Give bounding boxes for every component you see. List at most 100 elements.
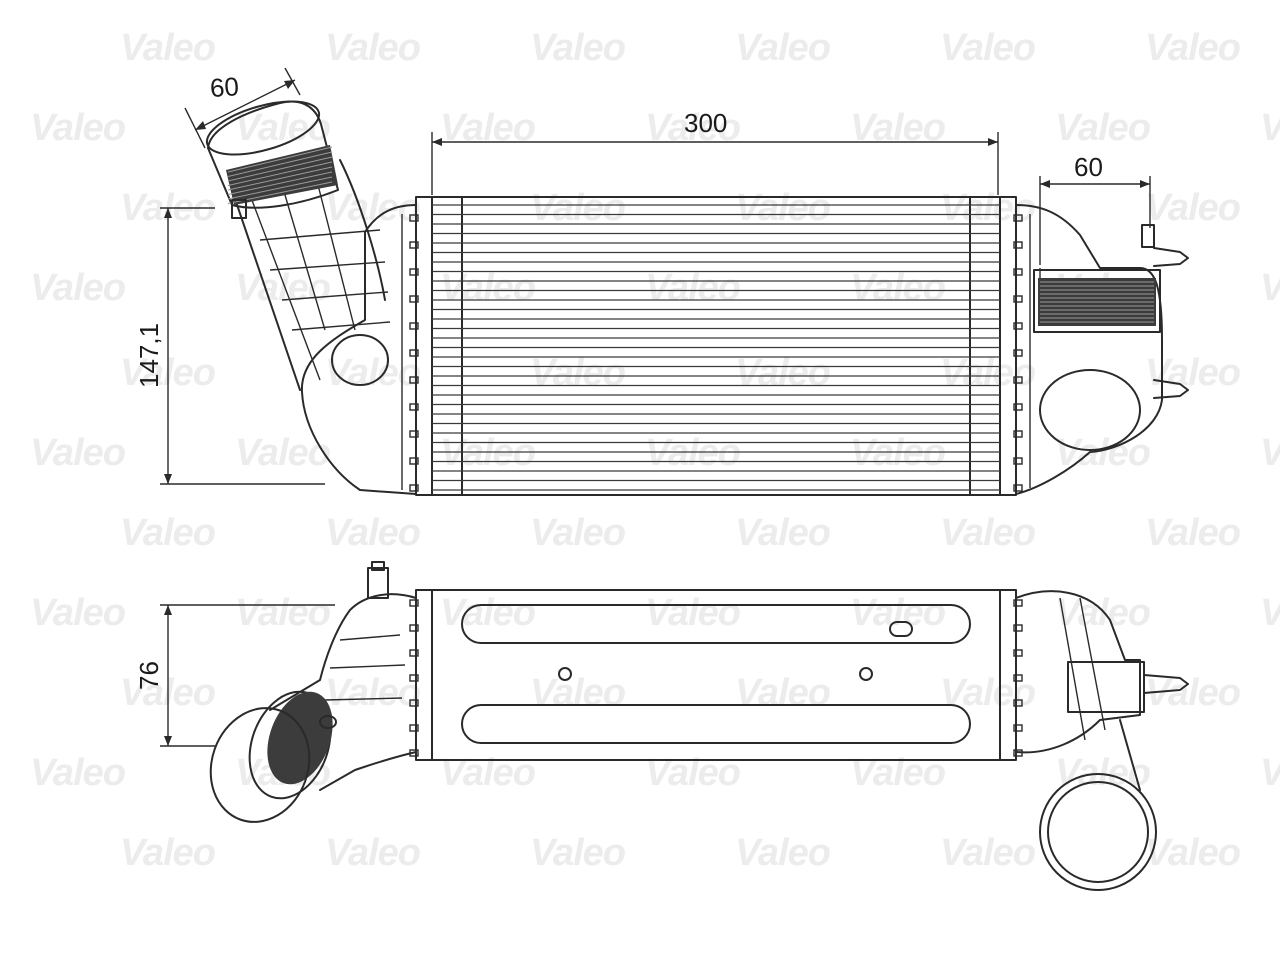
- header-tab: [409, 403, 419, 411]
- watermark-text: Valeo: [440, 267, 535, 309]
- watermark-text: Valeo: [1145, 352, 1240, 394]
- watermark-text: Valeo: [1145, 672, 1240, 714]
- dimension-arrow: [988, 138, 998, 146]
- header-tab: [1013, 457, 1023, 465]
- bottom-inlet: [209, 561, 417, 823]
- dim-depth: 76: [134, 661, 164, 690]
- bottom-outlet: [1015, 590, 1189, 891]
- watermark-text: Valeo: [1260, 267, 1280, 309]
- dim-core-height: 147,1: [134, 323, 164, 388]
- watermark-text: Valeo: [235, 592, 330, 634]
- watermark-text: Valeo: [530, 512, 625, 554]
- watermark-text: Valeo: [735, 832, 830, 874]
- bottom-slot-upper: [461, 604, 971, 644]
- header-tab: [1013, 724, 1023, 732]
- watermark-text: Valeo: [940, 27, 1035, 69]
- watermark-text: Valeo: [530, 352, 625, 394]
- header-tab: [1013, 403, 1023, 411]
- watermark-text: Valeo: [735, 187, 830, 229]
- watermark-text: Valeo: [120, 512, 215, 554]
- watermark-text: Valeo: [645, 592, 740, 634]
- connector-rib: [227, 166, 333, 191]
- watermark-text: Valeo: [735, 512, 830, 554]
- watermark-text: Valeo: [1260, 107, 1280, 149]
- header-tab: [409, 322, 419, 330]
- watermark-text: Valeo: [30, 107, 125, 149]
- inlet-pipe: [231, 159, 386, 391]
- header-tab: [1013, 430, 1023, 438]
- watermark-text: Valeo: [940, 672, 1035, 714]
- watermark-text: Valeo: [30, 592, 125, 634]
- left-tank: [300, 204, 417, 495]
- outlet-connector: [1033, 224, 1189, 399]
- header-tab: [1013, 295, 1023, 303]
- header-tab: [1013, 241, 1023, 249]
- dimension-arrow: [1140, 180, 1150, 188]
- watermark-text: Valeo: [530, 187, 625, 229]
- header-tab: [409, 649, 419, 657]
- watermark-text: Valeo: [120, 832, 215, 874]
- dimension-arrow: [284, 80, 295, 89]
- watermark-text: Valeo: [645, 267, 740, 309]
- header-tab: [1013, 268, 1023, 276]
- watermark-text: Valeo: [940, 187, 1035, 229]
- watermark-text: Valeo: [30, 752, 125, 794]
- watermark-text: Valeo: [850, 267, 945, 309]
- dimension-arrow: [164, 736, 172, 746]
- watermark-text: Valeo: [530, 27, 625, 69]
- header-tab: [1013, 649, 1023, 657]
- watermark-text: Valeo: [1055, 592, 1150, 634]
- watermark-text: Valeo: [530, 672, 625, 714]
- header-tab: [409, 376, 419, 384]
- header-tab: [409, 295, 419, 303]
- connector-rib: [227, 151, 333, 177]
- watermark-text: Valeo: [735, 27, 830, 69]
- watermark-text: Valeo: [735, 672, 830, 714]
- header-tab: [1013, 699, 1023, 707]
- watermark-text: Valeo: [645, 432, 740, 474]
- watermark-text: Valeo: [1260, 592, 1280, 634]
- bottom-slot-lower: [461, 704, 971, 744]
- watermark-text: Valeo: [1260, 752, 1280, 794]
- top-core-fins: [432, 204, 1000, 491]
- watermark-text: Valeo: [850, 592, 945, 634]
- dimension-arrow: [164, 605, 172, 615]
- header-tab: [409, 699, 419, 707]
- dim-outlet-diameter: 60: [1074, 152, 1103, 182]
- header-tab: [1013, 624, 1023, 632]
- header-tab: [1013, 349, 1023, 357]
- watermark-text: Valeo: [325, 512, 420, 554]
- dim-core-width: 300: [684, 108, 727, 138]
- header-tab: [1013, 376, 1023, 384]
- header-tab: [409, 214, 419, 222]
- watermark-text: Valeo: [645, 752, 740, 794]
- watermark-text: Valeo: [735, 352, 830, 394]
- dimension-arrow: [164, 208, 172, 218]
- bottom-view: [209, 561, 1189, 891]
- header-tab: [1013, 214, 1023, 222]
- dimension-lines: [160, 67, 1151, 747]
- watermark-text: Valeo: [1145, 832, 1240, 874]
- header-tab: [409, 674, 419, 682]
- watermark-text: Valeo: [1145, 187, 1240, 229]
- header-tab: [409, 624, 419, 632]
- connector-rib: [227, 156, 333, 182]
- header-tab: [409, 349, 419, 357]
- watermark-text: Valeo: [940, 352, 1035, 394]
- watermark-text: Valeo: [1145, 27, 1240, 69]
- header-tab: [409, 241, 419, 249]
- watermark-text: Valeo: [1260, 432, 1280, 474]
- header-tab: [409, 268, 419, 276]
- top-right-plate: [999, 196, 1017, 496]
- header-tab: [1013, 599, 1023, 607]
- watermark-text: Valeo: [530, 832, 625, 874]
- watermark-text: Valeo: [940, 832, 1035, 874]
- header-tabs: [409, 214, 1023, 492]
- connector-rib: [227, 146, 333, 173]
- watermark-text: Valeo: [850, 752, 945, 794]
- watermark-text: Valeo: [1055, 107, 1150, 149]
- watermark-text: Valeo: [30, 432, 125, 474]
- header-tab: [409, 457, 419, 465]
- watermark-text: Valeo: [1145, 512, 1240, 554]
